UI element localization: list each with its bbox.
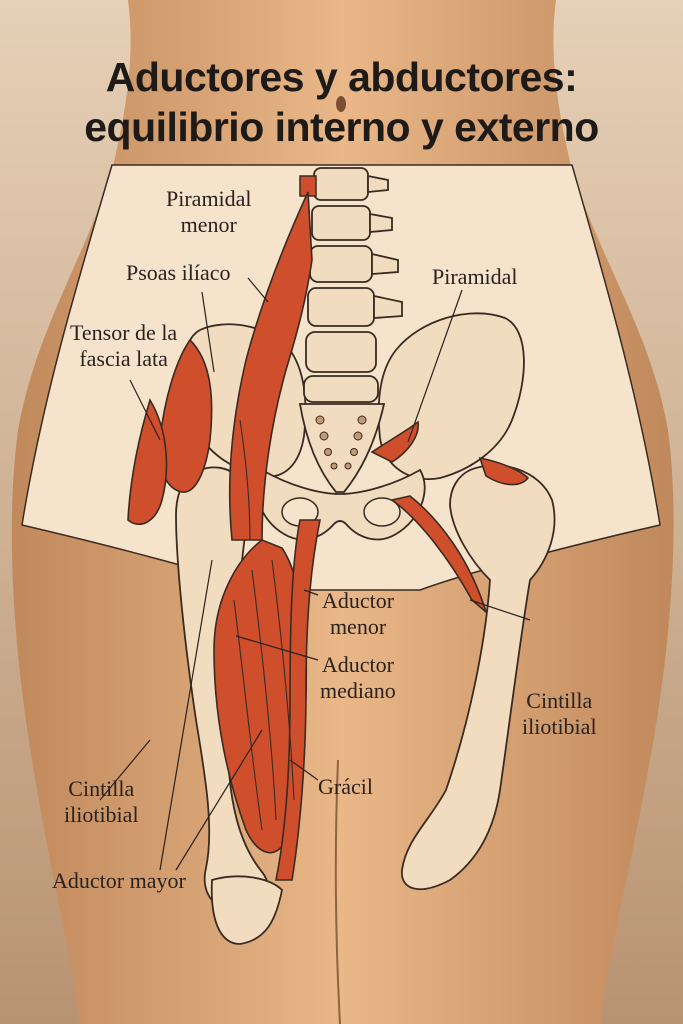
label-psoas-iliaco: Psoas ilíaco [126,260,231,285]
lumbar-spine [303,167,403,403]
right-ilio-band [390,495,488,615]
left-knee [210,875,283,945]
right-femur [401,464,556,890]
left-tfl-band [127,398,168,525]
right-iliotibial-upper [478,456,530,486]
sacrum [298,403,386,493]
muscle-fibres [233,419,295,831]
label-aductor-mediano: Aductor mediano [320,652,396,703]
sacral-foramina [315,415,367,470]
label-piramidal-menor: Piramidal menor [166,186,252,237]
label-aductor-menor: Aductor menor [322,588,395,639]
piramidal-muscle [370,420,419,463]
label-cintilla-iliotibial-right: Cintilla iliotibial [522,688,597,739]
muscles [127,191,530,881]
leader-lines [99,277,531,871]
page-title: Aductores y abductores: equilibrio inter… [0,52,683,152]
label-gracil: Grácil [318,774,373,799]
label-piramidal: Piramidal [432,264,518,289]
leg-gap [334,759,341,1024]
right-obturator [363,497,401,527]
title-line-1: Aductores y abductores: [105,54,578,100]
navel [336,96,346,112]
psoas-muscle [228,191,313,541]
gracilis-muscle [275,519,321,881]
label-aductor-mayor: Aductor mayor [52,868,186,893]
label-tensor-fascia-lata: Tensor de la fascia lata [70,320,178,371]
tensor-fascia-muscle [158,338,213,493]
title-line-2: equilibrio interno y externo [84,104,599,150]
label-cintilla-iliotibial-left: Cintilla iliotibial [64,776,139,827]
